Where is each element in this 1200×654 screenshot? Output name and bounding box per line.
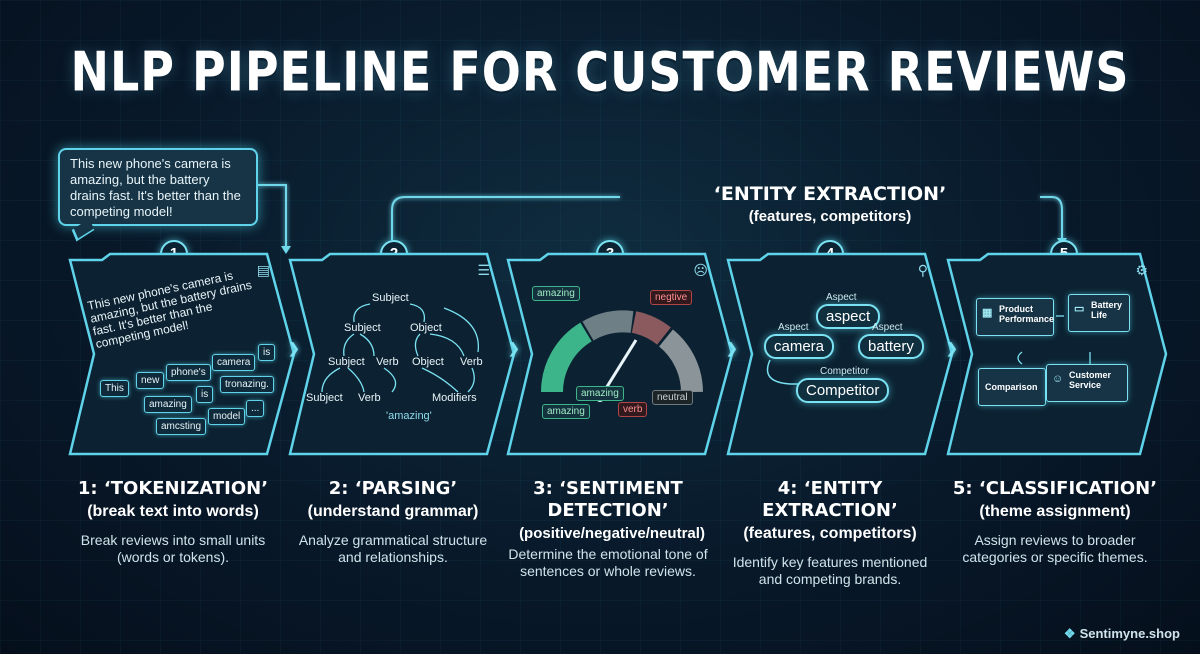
category-label: Battery Life <box>1091 300 1123 320</box>
step-3-subtitle: (positive/negative/neutral) <box>519 525 705 542</box>
step-4-title: 4: ‘ENTITY EXTRACTION’ <box>762 478 898 521</box>
token: ... <box>246 400 265 417</box>
folder-gear-icon: ⚙ <box>1135 262 1148 278</box>
extraction-callout-title: ‘ENTITY EXTRACTION’ <box>713 183 947 205</box>
tree-node: Subject <box>328 356 365 368</box>
entity-chip: aspect <box>816 304 881 329</box>
category-label: Comparison <box>985 382 1038 392</box>
sentiment-label-positive: amazing <box>576 386 624 401</box>
step-4-subtitle: (features, competitors) <box>743 525 917 542</box>
entity-chip: camera <box>764 334 835 359</box>
step-5-subtitle: (theme assignment) <box>979 503 1131 520</box>
step-4-panel: ⚲ Aspect aspect Aspect camera Aspect bat… <box>720 252 956 456</box>
step-5-description: Assign reviews to broader categories or … <box>962 532 1148 565</box>
chevron-right-icon: ❯ <box>288 340 300 356</box>
token: amazing <box>144 396 192 413</box>
panel-frame <box>506 252 734 456</box>
token: camera <box>212 354 256 371</box>
page-title: NLP PIPELINE FOR CUSTOMER REVIEWS <box>70 40 1130 104</box>
entity-chip: battery <box>858 334 924 359</box>
step-4-description: Identify key features mentioned and comp… <box>732 554 928 587</box>
tree-icon: ☰ <box>477 262 490 278</box>
token: tronazing. <box>220 376 274 393</box>
brand-name: Sentimyne.shop <box>1079 626 1180 641</box>
panel-frame <box>68 252 296 456</box>
review-bubble: This new phone's camera is amazing, but … <box>58 148 258 226</box>
step-2-panel: ☰ Subject Subject Object Subject Verb Ob… <box>282 252 518 456</box>
entity-type-label: Aspect <box>872 322 903 333</box>
token: is <box>258 344 276 361</box>
box-icon: ▦ <box>982 307 993 319</box>
step-1-title: 1: ‘TOKENIZATION’ <box>77 478 269 499</box>
sentiment-label-negative: verb <box>618 402 648 417</box>
panel-frame <box>946 252 1168 456</box>
tree-node: Subject <box>344 322 381 334</box>
tree-node: Verb <box>460 356 483 368</box>
step-1-subtitle: (break text into words) <box>87 503 259 520</box>
step-2-description: Analyze grammatical structure and relati… <box>298 532 488 565</box>
chevron-right-icon: ❯ <box>726 340 738 356</box>
sentiment-label-neutral: neutral <box>652 390 693 405</box>
tree-node: Subject <box>306 392 343 404</box>
extraction-callout-subtitle: (features, competitors) <box>748 208 912 225</box>
document-icon: ▤ <box>256 262 270 278</box>
token: model <box>208 408 246 425</box>
panel-frame <box>288 252 516 456</box>
token: new <box>136 372 165 389</box>
tree-node: Verb <box>358 392 381 404</box>
tree-node: Modifiers <box>432 392 477 404</box>
chevron-right-icon: ❯ <box>508 340 520 356</box>
step-3-description: Determine the emotional tone of sentence… <box>508 546 708 579</box>
step-5-panel: ⚙ ▦ Product Performance ▭ Battery Life C… <box>940 252 1176 456</box>
step-1-panel: ▤ This new phone's camera is amazing, bu… <box>62 252 298 456</box>
tree-node: Object <box>410 322 442 334</box>
sentiment-label-positive: amazing <box>542 404 590 419</box>
chevron-right-icon: ❯ <box>946 340 958 356</box>
sad-face-icon: ☹ <box>693 262 708 278</box>
brand-logo[interactable]: ❖Sentimyne.shop <box>1064 626 1180 642</box>
token: is <box>196 386 214 403</box>
step-3-panel: ☹ amazing negtive amazing amazing verb n… <box>500 252 736 456</box>
category-label: Product Performance <box>999 304 1055 324</box>
users-icon: ☺ <box>1052 373 1064 385</box>
entity-type-label: Aspect <box>778 322 809 333</box>
battery-icon: ▭ <box>1074 303 1085 315</box>
step-3-title: 3: ‘SENTIMENT DETECTION’ <box>533 478 683 521</box>
tree-node: Subject <box>372 292 409 304</box>
sentiment-label-positive: amazing <box>532 286 580 301</box>
panel-frame <box>726 252 954 456</box>
category-folder: ☺ Customer Service <box>1046 364 1128 402</box>
tree-node: Verb <box>376 356 399 368</box>
tree-node: 'amazing' <box>386 410 432 422</box>
step-1-description: Break reviews into small units (words or… <box>80 532 266 565</box>
token: This <box>100 380 129 397</box>
entity-chip: Competitor <box>796 378 890 403</box>
step-2-subtitle: (understand grammar) <box>307 503 479 520</box>
entity-type-label: Aspect <box>826 292 857 303</box>
step-2-title: 2: ‘PARSING’ <box>328 478 458 499</box>
token: phone's <box>166 364 211 381</box>
entity-type-label: Competitor <box>820 366 869 377</box>
brand-icon: ❖ <box>1063 626 1076 641</box>
category-folder: ▦ Product Performance <box>976 298 1054 336</box>
token: amcsting <box>156 418 207 435</box>
search-icon: ⚲ <box>917 262 928 278</box>
category-label: Customer Service <box>1069 370 1112 390</box>
category-folder: Comparison <box>978 368 1046 406</box>
category-folder: ▭ Battery Life <box>1068 294 1130 332</box>
sentiment-label-negative: negtive <box>650 290 693 305</box>
tree-node: Object <box>412 356 444 368</box>
step-5-title: 5: ‘CLASSIFICATION’ <box>952 478 1158 499</box>
